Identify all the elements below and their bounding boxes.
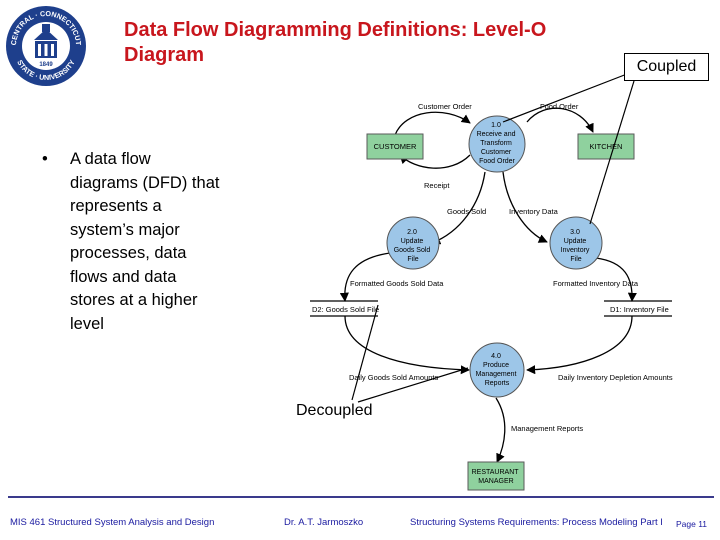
entity-kitchen [577,133,635,160]
flow-label-receipt: Receipt [424,181,450,190]
flow-label-formatted-inventory: Formatted Inventory Data [553,279,639,288]
process-1-circle [468,115,526,173]
footer-topic: Structuring Systems Requirements: Proces… [410,517,663,528]
flow-formatted-goods [339,252,391,302]
flow-daily-goods [344,315,470,375]
coupled-pointer-1 [502,73,628,123]
process-4-label: 4.0 Produce Management Reports [476,353,519,387]
entity-kitchen-label: KITCHEN [590,142,623,151]
bullet-text: A data flow diagrams (DFD) that represen… [70,150,220,333]
entity-restaurant-manager [467,461,525,491]
entity-customer [366,133,424,160]
process-3-label: 3.0 Update Inventory File [561,229,592,263]
flow-label-food-order: Food Order [540,102,579,111]
flow-label-formatted-goods: Formatted Goods Sold Data [350,279,444,288]
decoupled-pointer-2 [357,367,469,403]
slide-title: Data Flow Diagramming Definitions: Level… [124,19,547,66]
footer-instructor: Dr. A.T. Jarmoszko [284,517,364,528]
process-1-label: 1.0 Receive and Transform Customer Food … [477,122,518,165]
flow-label-goods-sold: Goods Sold [447,207,486,216]
university-seal-logo: CENTRAL · CONNECTICUT STATE · UNIVERSITY… [6,6,86,86]
flow-food-order [526,107,594,133]
store-d2-label: D2: Goods Sold File [312,305,379,314]
process-4-circle [469,342,525,398]
flow-label-daily-inventory: Daily Inventory Depletion Amounts [558,373,673,382]
flow-label-customer-order: Customer Order [418,102,472,111]
flow-customer-order [394,111,471,136]
flow-inventory-data [502,171,548,243]
bullet-dot-icon: • [42,150,48,168]
flow-label-daily-goods: Daily Goods Sold Amounts [349,373,438,382]
flow-management-reports [495,397,506,463]
flow-formatted-inventory [595,257,637,302]
flow-label-management-reports: Management Reports [511,424,583,433]
footer-page-number: Page 11 [676,519,708,529]
seal-year: 1849 [39,62,53,68]
process-3-circle [549,216,603,270]
decoupled-pointer-1 [351,304,379,401]
process-2-circle [386,216,440,270]
flow-goods-sold [431,171,486,245]
coupled-callout: Coupled [624,53,709,81]
store-d1-label: D1: Inventory File [610,305,669,314]
flow-label-inventory-data: Inventory Data [509,207,559,216]
footer-course: MIS 461 Structured System Analysis and D… [10,517,215,528]
process-2-label: 2.0 Update Goods Sold File [394,229,433,263]
coupled-pointer-2 [589,80,635,225]
flow-daily-inventory [526,315,633,375]
entity-customer-label: CUSTOMER [374,142,417,151]
decoupled-callout: Decoupled [296,402,373,419]
bullet-item: • A data flow diagrams (DFD) that represe… [42,148,222,336]
entity-restaurant-manager-label: RESTAURANT MANAGER [472,469,521,485]
footer-divider [8,496,714,498]
bullet-list: • A data flow diagrams (DFD) that represe… [42,148,222,336]
